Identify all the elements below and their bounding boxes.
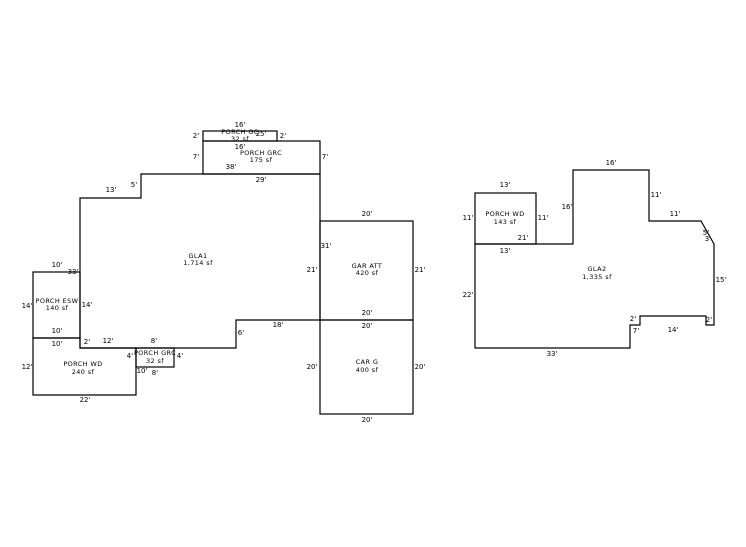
porch-esw-name: PORCH ESW — [36, 297, 79, 305]
dim-esw-bottom: 10' — [52, 327, 63, 335]
car-g-name: CAR G — [356, 358, 379, 366]
dim-pgc-left: 2' — [193, 132, 199, 140]
porch-grc-top-area: PORCH GRC 175 sf — [202, 140, 321, 175]
dim-pgrcs-left: 4' — [127, 352, 133, 360]
dim-gla1-top-left: 13' — [106, 186, 117, 194]
gla1-name: GLA1 — [189, 252, 208, 260]
dim-pgrc-inner: 38' — [226, 163, 237, 171]
porch-grc-top-name: PORCH GRC — [240, 149, 282, 157]
gla2-area-value: 1,335 sf — [582, 273, 612, 281]
dim-pgrc-right: 7' — [322, 153, 328, 161]
dim-gla2-notch-d: 2' — [706, 316, 712, 324]
dim-gla2-notch-a: 2' — [630, 315, 636, 323]
porch-wd-right-area-value: 143 sf — [494, 218, 517, 226]
porch-grc-top-area-value: 175 sf — [250, 156, 273, 164]
dim-gar-left: 21' — [307, 266, 318, 274]
dim-pgrc-top: 16' — [235, 143, 246, 151]
porch-wd-right-name: PORCH WD — [485, 210, 524, 218]
dim-pgc-right: 2' — [280, 132, 286, 140]
dim-gla2-notch-c: 14' — [668, 326, 679, 334]
porch-wd-left-name: PORCH WD — [63, 360, 102, 368]
car-g-area: CAR G 400 sf — [319, 319, 414, 415]
dim-carg-left: 20' — [307, 363, 318, 371]
dim-gla2-right: 15' — [716, 276, 727, 284]
dim-pgrcs-mid: 10' — [137, 367, 148, 375]
dim-gla1-step: 5' — [131, 181, 137, 189]
dim-gla2-notch-b: 7' — [633, 327, 639, 335]
dim-gla1-bottom-right: 18' — [273, 321, 284, 329]
dim-esw-left: 14' — [22, 302, 33, 310]
gla1-area-value: 1,714 sf — [183, 259, 213, 267]
gla2-area: GLA2 1,335 sf — [474, 169, 715, 349]
dim-gla2-right-b: 11' — [670, 210, 681, 218]
gla2-name: GLA2 — [588, 265, 607, 273]
porch-grc-small-area: PORCH GRC 32 sf — [134, 347, 176, 368]
dim-gla1-corner: 2' — [84, 338, 90, 346]
dim-gar-right: 21' — [415, 266, 426, 274]
dim-gla2-diag2: 3' — [705, 235, 711, 243]
porch-esw-area-value: 140 sf — [46, 304, 69, 312]
dim-pgrc-bottom: 29' — [256, 176, 267, 184]
gar-att-area: GAR ATT 420 sf — [319, 220, 414, 321]
dim-esw-top: 10' — [52, 261, 63, 269]
dim-pwd-left: 12' — [22, 363, 33, 371]
porch-grc-small-name: PORCH GRC — [134, 349, 176, 357]
car-g-area-value: 400 sf — [356, 366, 379, 374]
porch-gc-top-area-value: 32 sf — [231, 135, 249, 143]
dim-gla2-top: 16' — [606, 159, 617, 167]
dim-carg-right: 20' — [415, 363, 426, 371]
porch-wd-left-area-value: 240 sf — [72, 368, 95, 376]
dim-pgc-top: 16' — [235, 121, 246, 129]
dim-gla1-step-low: 6' — [238, 329, 244, 337]
dim-gla1-bottom-mid: 8' — [151, 337, 157, 345]
dim-gla2-inner: 16' — [562, 203, 573, 211]
gla1-area: GLA1 1,714 sf — [79, 173, 321, 349]
dim-pgrcs-right: 4' — [177, 352, 183, 360]
dim-gla1-right-upper: 31' — [321, 242, 332, 250]
dim-esw-right: 14' — [82, 301, 93, 309]
dim-carg-top: 20' — [362, 322, 373, 330]
gar-att-area-value: 420 sf — [356, 269, 379, 277]
dim-pwd2-right: 11' — [538, 214, 549, 222]
dim-pgrc-left: 7' — [193, 153, 199, 161]
dim-gar-top: 20' — [362, 210, 373, 218]
porch-gc-top-name: PORCH GC — [221, 128, 259, 136]
dim-pwd2-top: 13' — [500, 181, 511, 189]
dim-pwd2-left: 11' — [463, 214, 474, 222]
dim-gla2-right-a: 11' — [651, 191, 662, 199]
dim-gar-bottom: 20' — [362, 309, 373, 317]
dim-gla2-bottom: 33' — [547, 350, 558, 358]
dim-gla2-top-left: 13' — [500, 247, 511, 255]
dim-carg-bottom: 20' — [362, 416, 373, 424]
dim-gla2-diag: 5' — [703, 229, 709, 237]
dim-pwd-bottom: 22' — [80, 396, 91, 404]
gar-att-name: GAR ATT — [352, 262, 383, 270]
porch-grc-small-area-value: 32 sf — [146, 357, 164, 365]
dim-pwd-top: 10' — [52, 340, 63, 348]
dim-pgrcs-bottom: 8' — [152, 369, 158, 377]
dim-pgc-inner: 25' — [256, 130, 267, 138]
porch-wd-left-area: PORCH WD 240 sf — [32, 337, 137, 396]
dim-gla2-left: 22' — [463, 291, 474, 299]
dim-gla1-bottom-left: 12' — [103, 337, 114, 345]
dim-pwd2-bottom: 21' — [518, 234, 529, 242]
